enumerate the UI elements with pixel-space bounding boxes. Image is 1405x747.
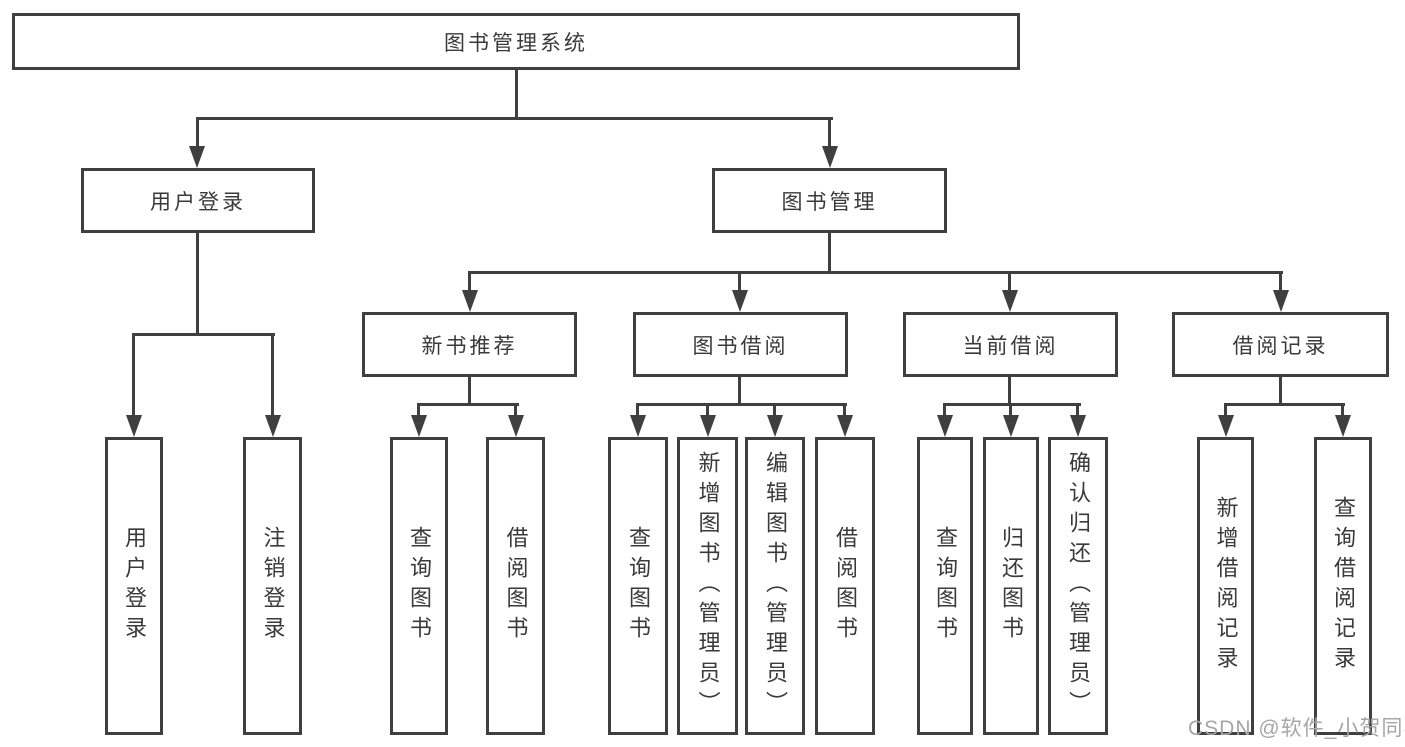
node-borrow-borrow-books-label: 借阅图书 <box>833 526 858 646</box>
connector-line <box>636 403 639 417</box>
node-query-borrow-record-label: 查询借阅记录 <box>1331 496 1356 676</box>
connector-line <box>1008 377 1011 406</box>
connector-line <box>828 233 831 274</box>
node-user-login-leaf: 用户登录 <box>105 437 163 735</box>
connector-line <box>514 403 517 417</box>
connector-arrow-down-icon <box>126 415 142 437</box>
node-logout-label: 注销登录 <box>260 526 286 646</box>
connector-line <box>943 403 1081 406</box>
connector-arrow-down-icon <box>937 415 953 437</box>
node-confirm-return-admin-label: 确认归还（管理员） <box>1066 451 1091 721</box>
connector-line <box>515 70 518 119</box>
node-current-borrow: 当前借阅 <box>903 312 1118 377</box>
connector-arrow-down-icon <box>700 415 716 437</box>
connector-arrow-down-icon <box>767 415 783 437</box>
connector-line <box>468 377 471 406</box>
node-recommend-borrow-books: 借阅图书 <box>486 437 545 735</box>
node-confirm-return-admin: 确认归还（管理员） <box>1048 437 1108 735</box>
node-add-book-admin-label: 新增图书（管理员） <box>695 451 721 721</box>
node-library-system: 图书管理系统 <box>12 13 1020 70</box>
node-edit-book-admin: 编辑图书（管理员） <box>745 437 805 735</box>
connector-arrow-down-icon <box>822 146 838 168</box>
node-add-borrow-record-label: 新增借阅记录 <box>1213 496 1239 676</box>
node-book-borrow: 图书借阅 <box>633 312 848 377</box>
connector-arrow-down-icon <box>1070 415 1086 437</box>
connector-arrow-down-icon <box>508 415 524 437</box>
connector-line <box>196 117 833 120</box>
connector-arrow-down-icon <box>1335 415 1351 437</box>
node-borrow-query-books-label: 查询图书 <box>626 526 651 646</box>
connector-line <box>196 117 199 150</box>
node-add-borrow-record: 新增借阅记录 <box>1197 437 1254 735</box>
node-borrow-query-books: 查询图书 <box>608 437 668 735</box>
node-book-management-label: 图书管理 <box>781 190 878 214</box>
connector-line <box>738 377 741 406</box>
node-library-system-label: 图书管理系统 <box>444 31 588 55</box>
connector-line <box>271 333 274 417</box>
connector-arrow-down-icon <box>732 290 748 312</box>
node-recommend-borrow-books-label: 借阅图书 <box>503 526 529 646</box>
node-user-login-leaf-label: 用户登录 <box>122 526 147 646</box>
connector-arrow-down-icon <box>189 146 205 168</box>
connector-line <box>1279 271 1282 294</box>
connector-arrow-down-icon <box>462 290 478 312</box>
connector-line <box>1009 403 1012 417</box>
node-new-book-recommend: 新书推荐 <box>362 312 577 377</box>
node-logout: 注销登录 <box>243 437 302 735</box>
connector-line <box>1341 403 1344 417</box>
connector-arrow-down-icon <box>1002 290 1018 312</box>
connector-arrow-down-icon <box>265 415 281 437</box>
node-book-borrow-label: 图书借阅 <box>692 334 789 358</box>
csdn-watermark: CSDN @软件_小贺同学 <box>1188 717 1405 740</box>
connector-line <box>468 271 1283 274</box>
connector-line <box>1224 403 1227 417</box>
connector-line <box>1008 271 1011 294</box>
connector-line <box>132 333 275 336</box>
connector-arrow-down-icon <box>630 415 646 437</box>
node-current-query-books-label: 查询图书 <box>933 526 958 646</box>
node-user-login-label: 用户登录 <box>150 190 246 214</box>
connector-line <box>773 403 776 417</box>
connector-arrow-down-icon <box>1273 290 1289 312</box>
connector-line <box>468 271 471 294</box>
connector-line <box>706 403 709 417</box>
connector-arrow-down-icon <box>837 415 853 437</box>
node-current-query-books: 查询图书 <box>917 437 973 735</box>
node-borrow-records-label: 借阅记录 <box>1232 334 1329 358</box>
connector-line <box>1076 403 1079 417</box>
connector-line <box>943 403 946 417</box>
node-add-book-admin: 新增图书（管理员） <box>677 437 738 735</box>
node-query-borrow-record: 查询借阅记录 <box>1314 437 1372 735</box>
node-return-books-label: 归还图书 <box>999 526 1024 646</box>
node-book-management: 图书管理 <box>712 168 947 233</box>
node-borrow-borrow-books: 借阅图书 <box>815 437 875 735</box>
node-return-books: 归还图书 <box>983 437 1039 735</box>
node-current-borrow-label: 当前借阅 <box>962 334 1059 358</box>
connector-line <box>132 333 135 417</box>
node-borrow-records: 借阅记录 <box>1172 312 1389 377</box>
connector-line <box>417 403 420 417</box>
node-recommend-query-books-label: 查询图书 <box>407 526 432 646</box>
node-recommend-query-books: 查询图书 <box>390 437 448 735</box>
connector-line <box>738 271 741 294</box>
connector-arrow-down-icon <box>1218 415 1234 437</box>
connector-arrow-down-icon <box>1003 415 1019 437</box>
node-edit-book-admin-label: 编辑图书（管理员） <box>763 451 788 721</box>
connector-line <box>1224 403 1345 406</box>
connector-line <box>828 117 831 150</box>
connector-line <box>843 403 846 417</box>
connector-arrow-down-icon <box>411 415 427 437</box>
connector-line <box>1279 377 1282 406</box>
connector-line <box>417 403 519 406</box>
node-new-book-recommend-label: 新书推荐 <box>421 334 518 358</box>
connector-line <box>636 403 847 406</box>
connector-line <box>196 233 199 336</box>
node-user-login: 用户登录 <box>81 168 315 233</box>
